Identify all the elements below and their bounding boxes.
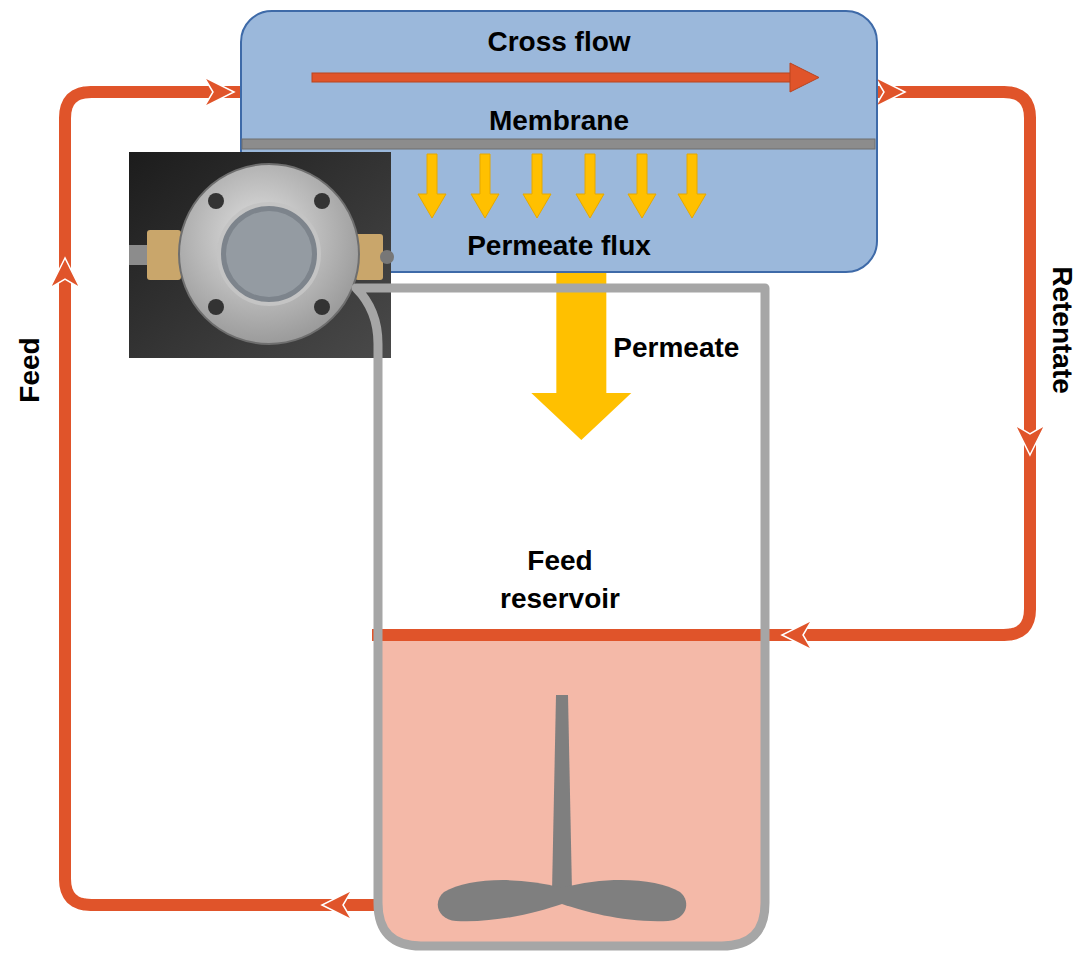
node-text: Cross flow	[242, 26, 876, 58]
membrane-cell-photo	[129, 152, 391, 358]
flow-label: Retentate	[1046, 266, 1078, 394]
flow-arrowhead	[322, 890, 352, 920]
permeate-arrow-head	[531, 393, 631, 440]
flow-arrowhead	[875, 77, 905, 107]
membrane-line	[242, 139, 875, 149]
flux-arrow	[471, 154, 499, 218]
impeller-shaft	[552, 695, 572, 892]
photo-bolt-hole	[208, 299, 224, 315]
flux-arrow	[678, 154, 706, 218]
membrane-module: Cross flowMembranePermeate flux	[240, 10, 878, 273]
flow-arrowhead	[50, 258, 80, 288]
photo-bolt-hole	[314, 193, 330, 209]
photo-background	[129, 152, 391, 358]
feed-reservoir-beaker: Feed reservoir	[348, 280, 772, 952]
node-text: Membrane	[242, 105, 876, 137]
impeller-blade	[438, 880, 562, 921]
node-text: Permeate flux	[242, 230, 876, 262]
photo-membrane-window	[219, 204, 319, 304]
cross-flow-arrow-shaft	[312, 73, 792, 82]
node-text: Feed reservoir	[475, 542, 645, 618]
flux-arrow	[628, 154, 656, 218]
flux-arrow	[523, 154, 551, 218]
flow-arrowhead	[782, 620, 812, 650]
flow-arrowhead	[1015, 425, 1045, 455]
photo-bolt-hole	[314, 299, 330, 315]
loop-line-through-reservoir	[372, 629, 772, 641]
flux-arrow	[576, 154, 604, 218]
feed-liquid	[378, 635, 765, 946]
impeller-blade	[562, 880, 686, 921]
photo-bolt	[380, 250, 394, 264]
beaker-outline	[356, 288, 765, 946]
flow-label: Permeate	[613, 332, 739, 364]
flow-label: Feed	[14, 337, 46, 402]
photo-bolt-hole	[208, 193, 224, 209]
beaker-drawing	[348, 280, 772, 952]
flow-arrowhead	[204, 77, 234, 107]
photo-membrane-disc	[226, 211, 312, 297]
cross-flow-arrow-head	[790, 63, 819, 92]
photo-flange	[179, 164, 359, 344]
photo-clamp	[147, 230, 181, 280]
flux-arrow	[418, 154, 446, 218]
flow-connector	[50, 77, 378, 920]
loop-line	[65, 92, 378, 905]
